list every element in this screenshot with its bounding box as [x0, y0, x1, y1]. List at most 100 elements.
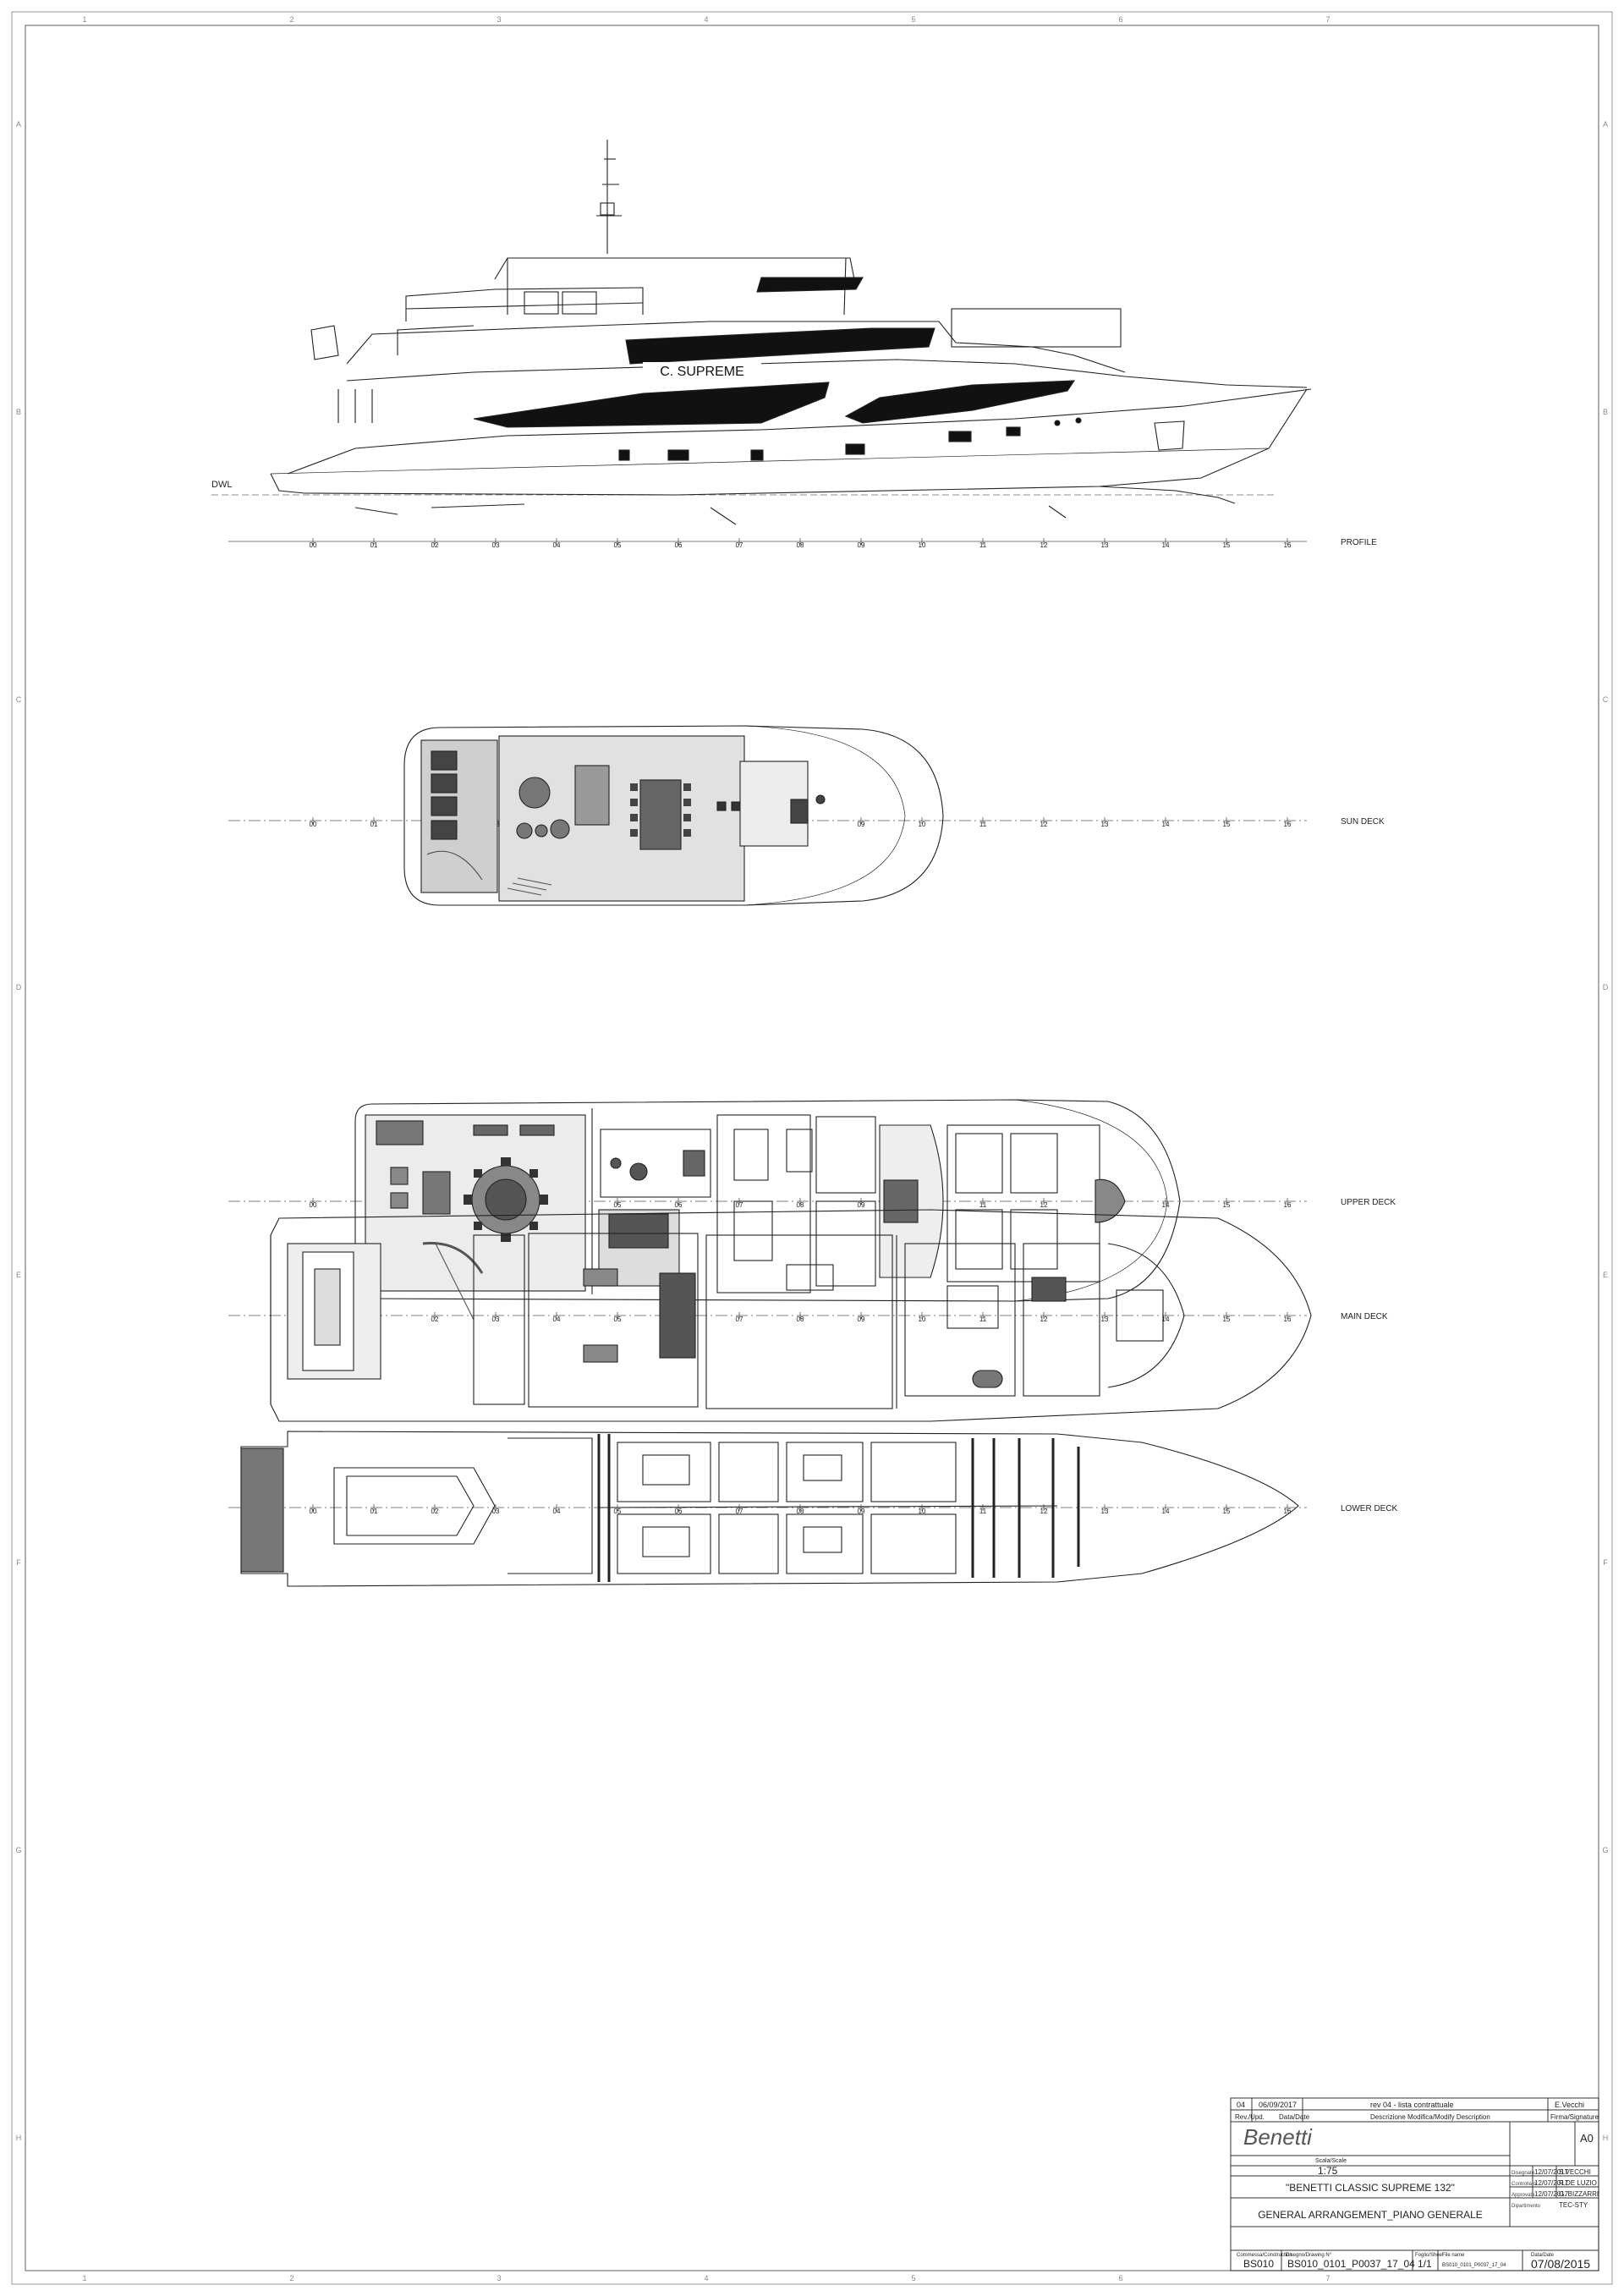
- frame-number: 00: [310, 1201, 317, 1209]
- border-row-label: H: [16, 2134, 22, 2142]
- rev-description: rev 04 - lista contrattuale: [1370, 2101, 1454, 2109]
- frame-number: 10: [919, 1316, 926, 1323]
- sun-deck-plan: [403, 725, 944, 906]
- border-row-label: A: [1603, 120, 1608, 129]
- frame-number: 02: [431, 1508, 439, 1515]
- approval-role: Disegnato: [1512, 2171, 1535, 2176]
- profile-view: [211, 140, 1312, 525]
- approval-date: 12/07/2017: [1534, 2190, 1569, 2198]
- vessel-name: C. SUPREME: [660, 365, 744, 379]
- frame-number: 16: [1284, 821, 1292, 828]
- approval-name: R.DE LUZIO: [1559, 2179, 1597, 2187]
- border-row-label: C: [16, 695, 22, 704]
- tender-garage-hatch: [240, 1447, 284, 1573]
- rev-signature: E.Vecchi: [1555, 2101, 1584, 2109]
- header-date: Data/Date: [1279, 2113, 1310, 2121]
- border-row-label: F: [1603, 1558, 1608, 1567]
- upper-deck-plan: [354, 1099, 1181, 1302]
- approval-date: 12/07/2017: [1534, 2168, 1569, 2176]
- frame-number: 10: [919, 1508, 926, 1515]
- view-label-sun: SUN DECK: [1341, 817, 1385, 827]
- upper-deck-windows: [625, 327, 935, 365]
- approval-role: Dipartimento: [1512, 2204, 1541, 2209]
- frame-number: 08: [797, 1508, 804, 1515]
- border-row-label: G: [1602, 1846, 1608, 1854]
- frame-number: 00: [310, 1508, 317, 1515]
- sheet-size: A0: [1580, 2132, 1594, 2145]
- frame-number: 12: [1040, 1201, 1048, 1209]
- border-column-label: 2: [289, 15, 294, 24]
- scale-value: 1:75: [1318, 2165, 1338, 2177]
- approval-name: TEC-STY: [1559, 2201, 1588, 2209]
- hull-profile: [270, 388, 1308, 496]
- frame-number: 10: [919, 541, 926, 549]
- frame-number: 08: [797, 1316, 804, 1323]
- header-rev: Rev./Upd.: [1235, 2113, 1265, 2121]
- frame-number: 15: [1223, 1316, 1231, 1323]
- border-column-label: 4: [704, 2274, 708, 2282]
- frame-number: 05: [614, 1508, 622, 1515]
- frame-number: 03: [492, 1508, 500, 1515]
- frame-number: 14: [1162, 1201, 1170, 1209]
- hardtop-glazing: [756, 277, 864, 293]
- sheet-label: Foglio/Sheet: [1415, 2253, 1444, 2258]
- frame-number: 14: [1162, 821, 1170, 828]
- border-row-label: D: [16, 983, 22, 991]
- border-column-label: 5: [911, 2274, 915, 2282]
- frame-number: 10: [919, 821, 926, 828]
- border-row-label: C: [1603, 695, 1609, 704]
- view-label-lower: LOWER DECK: [1341, 1504, 1398, 1513]
- main-deck-windows-aft: [473, 382, 830, 428]
- border-row-label: E: [16, 1271, 21, 1279]
- border-row-label: B: [16, 408, 21, 416]
- file-value: BS010_0101_P0037_17_04: [1442, 2263, 1506, 2268]
- date-value: 07/08/2015: [1531, 2257, 1590, 2271]
- frame-number: 15: [1223, 1508, 1231, 1515]
- border-column-label: 1: [82, 2274, 86, 2282]
- drawing-title: GENERAL ARRANGEMENT_PIANO GENERALE: [1258, 2209, 1483, 2221]
- frame-number: 15: [1223, 1201, 1231, 1209]
- frame-number: 07: [736, 1316, 743, 1323]
- frame-number: 04: [553, 1316, 561, 1323]
- main-deck-dining-table: [659, 1272, 696, 1359]
- border-row-label: H: [1603, 2134, 1609, 2142]
- border-column-label: 6: [1118, 2274, 1122, 2282]
- border-column-label: 3: [497, 2274, 501, 2282]
- frame-number: 05: [614, 1201, 622, 1209]
- border-column-label: 6: [1118, 15, 1122, 24]
- approval-role: Approvato: [1512, 2193, 1535, 2198]
- approval-role: Controllato: [1512, 2182, 1537, 2187]
- border-column-label: 7: [1325, 2274, 1330, 2282]
- border-row-label: E: [1603, 1271, 1608, 1279]
- sheer-line: [287, 388, 1312, 475]
- frame-number: 06: [675, 541, 683, 549]
- title-block-text: 04 06/09/2017 rev 04 - lista contrattual…: [1235, 2101, 1599, 2271]
- scale-label: Scala/Scale: [1315, 2158, 1347, 2164]
- border-column-label: 3: [497, 15, 501, 24]
- frame-number: 15: [1223, 541, 1231, 549]
- date-label: Data/Date: [1531, 2253, 1555, 2258]
- sheet-inner-border: [25, 25, 1599, 2271]
- frame-number: 03: [492, 1316, 500, 1323]
- frame-number: 01: [370, 821, 378, 828]
- frame-number: 16: [1284, 1201, 1292, 1209]
- border-column-label: 2: [289, 2274, 294, 2282]
- frame-number: 12: [1040, 541, 1048, 549]
- rev-date: 06/09/2017: [1259, 2101, 1297, 2109]
- benetti-logo: Benetti: [1243, 2124, 1313, 2150]
- sheet-value: 1/1: [1418, 2258, 1432, 2270]
- border-column-label: 5: [911, 15, 915, 24]
- frame-number: 06: [675, 1201, 683, 1209]
- frame-number: 05: [614, 541, 622, 549]
- frame-number: 00: [310, 821, 317, 828]
- frame-number: 02: [431, 541, 439, 549]
- frame-number: 09: [858, 1508, 865, 1515]
- border-row-label: A: [16, 120, 21, 129]
- border-row-label: F: [16, 1558, 21, 1567]
- frame-number: 14: [1162, 1316, 1170, 1323]
- border-row-label: D: [1603, 983, 1609, 991]
